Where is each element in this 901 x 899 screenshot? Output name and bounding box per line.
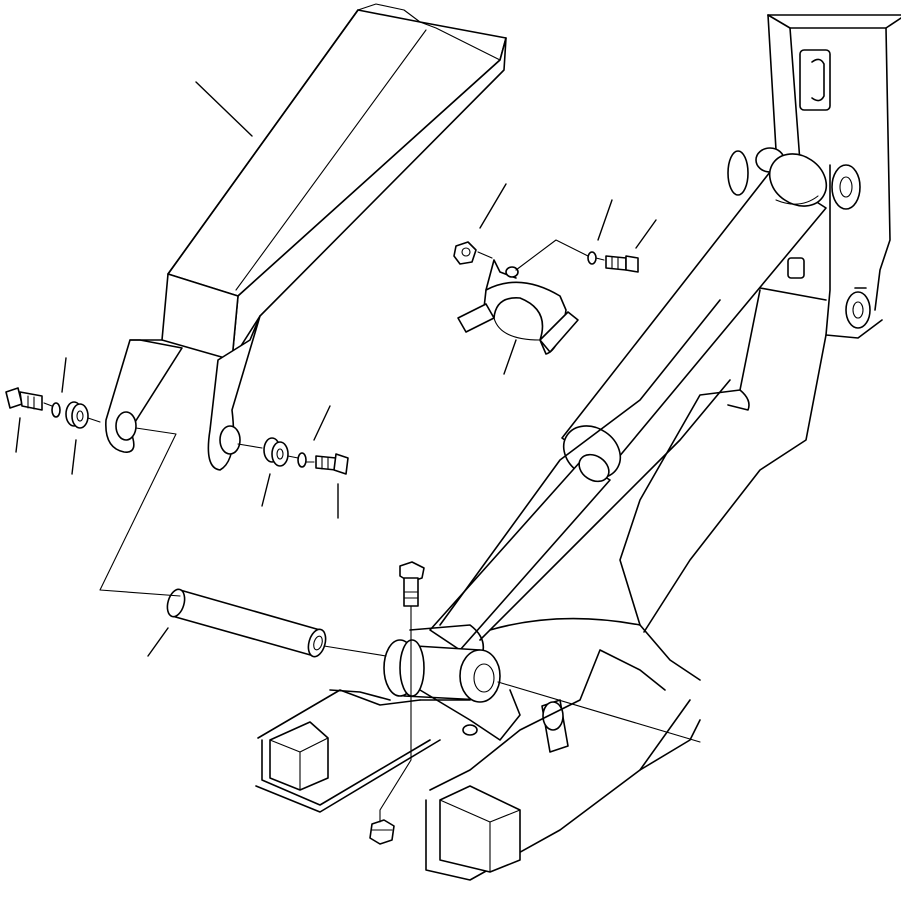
mounting-frame (727, 14, 901, 339)
pivot-bushing-assembly (383, 624, 569, 753)
leader-clamp-washer (597, 199, 613, 241)
leader-pivot-pin (147, 627, 169, 657)
clamp-bolt (605, 255, 639, 273)
loader-arm-frame (439, 289, 827, 681)
left-washer (51, 402, 61, 418)
boom-arm (105, 3, 507, 471)
left-bolt (5, 387, 43, 411)
leader-clamp-bolt (635, 219, 657, 249)
left-bushing (65, 401, 89, 429)
leader-left-washer (61, 357, 67, 393)
clamp-washer (587, 251, 597, 265)
leader-boom-arm (195, 81, 253, 137)
callout-leaders (15, 81, 657, 657)
leader-hose-clamp (503, 339, 517, 375)
leader-clamp-nut (479, 183, 507, 229)
hose-clamp (457, 259, 579, 355)
clamp-nut (453, 241, 477, 265)
leader-left-bushing (71, 439, 77, 475)
hydraulic-cylinder (429, 153, 828, 651)
leader-right-washer (313, 405, 331, 441)
right-bushing (263, 437, 289, 467)
right-washer (297, 452, 307, 468)
leader-left-bolt (15, 417, 21, 453)
assembly-lines (43, 239, 701, 823)
right-bolt (315, 453, 349, 475)
pivot-pin (166, 588, 327, 658)
lock-nut (369, 819, 395, 845)
loader-bucket (255, 649, 701, 881)
vertical-bolt (399, 561, 425, 607)
leader-right-bushing (261, 473, 271, 507)
